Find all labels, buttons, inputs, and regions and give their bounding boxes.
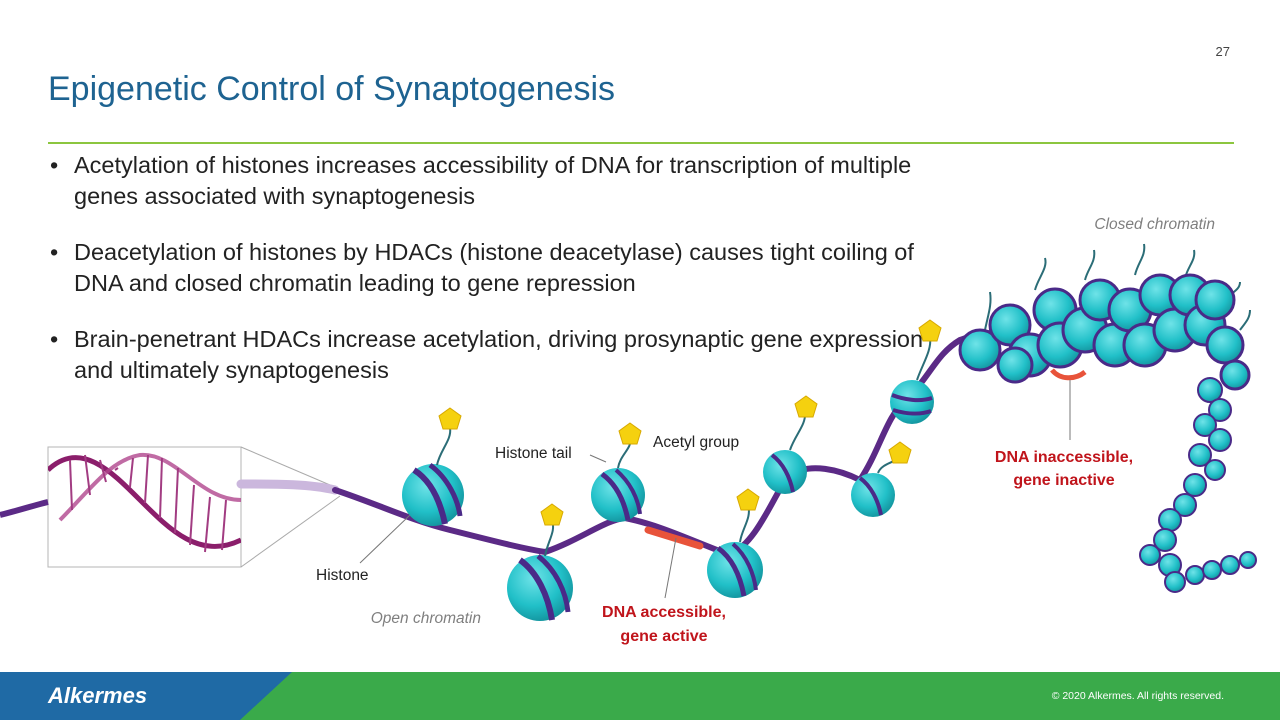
histone-bead bbox=[707, 542, 763, 598]
histone-bead bbox=[851, 473, 895, 517]
acetyl-group-pentagon bbox=[618, 422, 642, 445]
acetyl-group-pentagon bbox=[918, 319, 942, 342]
dna-strand bbox=[0, 329, 998, 559]
bullet-hdac: Brain-penetrant HDACs increase acetylati… bbox=[48, 324, 928, 386]
inaccessible-gene-segment bbox=[1050, 368, 1087, 381]
histone-bead bbox=[763, 450, 807, 494]
footer-band: Alkermes bbox=[0, 672, 1280, 720]
acetyl-group-pentagon bbox=[736, 488, 760, 511]
gene-inactive-label: gene inactive bbox=[1013, 472, 1114, 489]
dna-inset bbox=[47, 446, 341, 568]
copyright-text: © 2020 Alkermes. All rights reserved. bbox=[1051, 690, 1224, 702]
acetyl-group-pentagon bbox=[794, 395, 818, 418]
acetyl-group-pentagon bbox=[888, 441, 912, 464]
closed-chromatin-label: Closed chromatin bbox=[1094, 216, 1215, 233]
dna-helix-image bbox=[48, 452, 241, 553]
closed-chromatin-cluster bbox=[958, 243, 1257, 593]
slide-number: 27 bbox=[1215, 44, 1230, 59]
acetyl-group-label: Acetyl group bbox=[653, 434, 739, 451]
title-divider bbox=[48, 142, 1234, 144]
histone-bead bbox=[402, 462, 464, 526]
open-histones bbox=[402, 380, 934, 621]
alkermes-logo: Alkermes bbox=[47, 683, 147, 708]
bullet-list: Acetylation of histones increases access… bbox=[48, 150, 928, 411]
acetyl-group-pentagon bbox=[438, 407, 462, 430]
histone-label: Histone bbox=[316, 567, 369, 584]
leader-lines bbox=[359, 380, 1071, 599]
histone-tail-label: Histone tail bbox=[495, 445, 572, 462]
dna-accessible-label: DNA accessible, bbox=[602, 604, 726, 621]
histone-bead bbox=[890, 380, 934, 424]
slide-title: Epigenetic Control of Synaptogenesis bbox=[48, 70, 616, 108]
acetyl-group-pentagon bbox=[540, 503, 564, 526]
gene-active-label: gene active bbox=[620, 628, 707, 645]
open-chromatin-label: Open chromatin bbox=[371, 610, 481, 627]
dna-inaccessible-label: DNA inaccessible, bbox=[995, 449, 1133, 466]
histone-bead bbox=[507, 554, 573, 621]
bullet-acetylation: Acetylation of histones increases access… bbox=[48, 150, 928, 212]
accessible-gene-segment bbox=[644, 526, 704, 550]
histone-bead bbox=[591, 468, 645, 522]
bullet-deacetylation: Deacetylation of histones by HDACs (hist… bbox=[48, 237, 928, 299]
